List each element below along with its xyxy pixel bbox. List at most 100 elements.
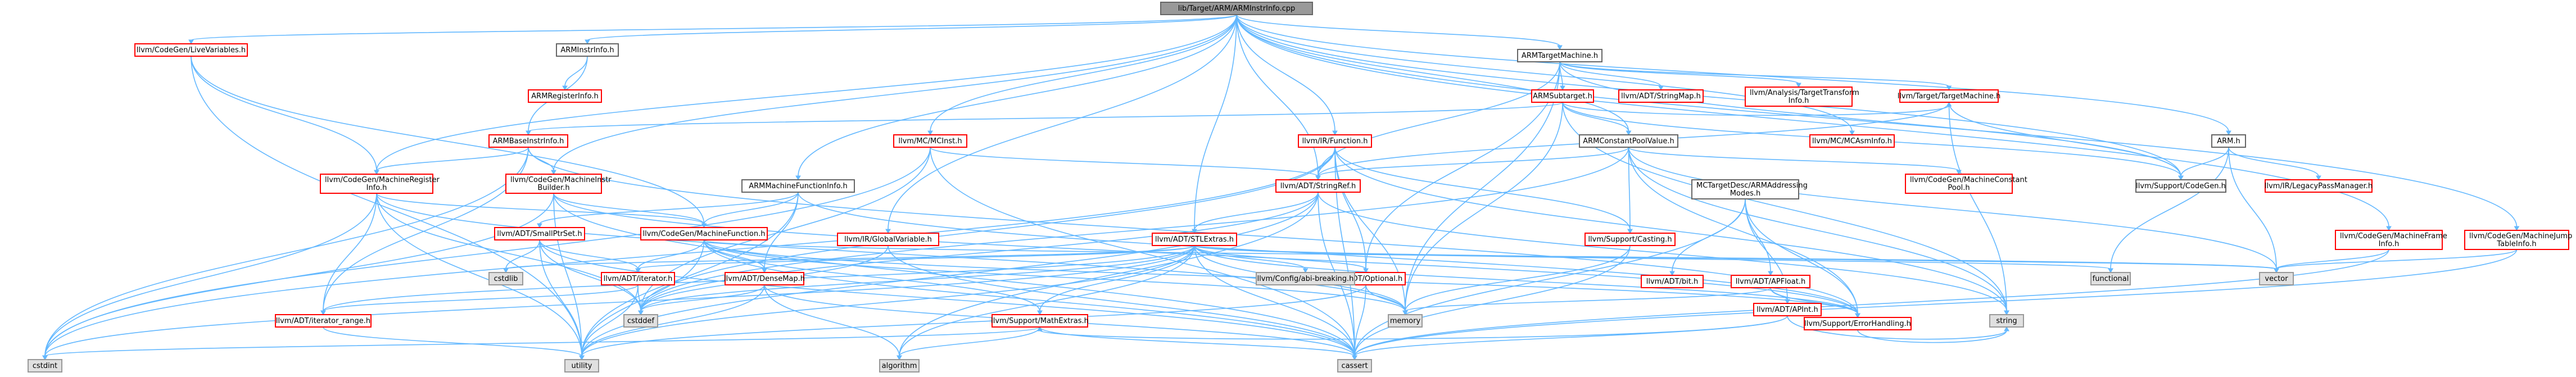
- node-label: llvm/ADT/SmallPtrSet.h: [497, 230, 582, 238]
- dependency-edge: [2108, 147, 2229, 274]
- edge-line: [539, 239, 582, 357]
- node-box: [741, 179, 855, 193]
- edge-line: [1562, 102, 1629, 132]
- dependency-edge: [1365, 284, 1408, 316]
- edge-arrowhead: [897, 355, 902, 361]
- dependency-edge: [323, 326, 585, 361]
- node-dense-map[interactable]: llvm/ADT/DenseMap.h: [724, 272, 805, 285]
- node-box: [1388, 314, 1423, 328]
- node-stlextras[interactable]: llvm/ADT/STLExtras.h: [1152, 233, 1237, 246]
- node-irfunction[interactable]: llvm/IR/Function.h: [1298, 134, 1372, 148]
- node-label: llvm/ADT/STLExtras.h: [1155, 235, 1234, 244]
- edge-arrowhead: [188, 39, 194, 45]
- node-box: [2259, 272, 2294, 285]
- edge-line: [1194, 245, 1366, 270]
- edge-line: [1405, 245, 1631, 312]
- edge-line: [44, 193, 377, 357]
- edge-line: [1405, 61, 1560, 312]
- edge-arrowhead: [795, 175, 801, 181]
- node-label: vector: [2265, 275, 2288, 283]
- node-iterator[interactable]: llvm/ADT/iterator.h: [601, 272, 675, 285]
- edge-arrowhead: [1627, 229, 1633, 234]
- node-box: [556, 43, 619, 57]
- node-mcinst[interactable]: llvm/MC/MCInst.h: [893, 134, 967, 148]
- dependency-edge: [1857, 326, 2009, 343]
- node-label: llvm/Support/ErrorHandling.h: [1804, 320, 1911, 328]
- node-box: [564, 359, 599, 373]
- node-adtbit[interactable]: llvm/ADT/bit.h: [1641, 275, 1704, 288]
- edge-line: [1770, 287, 1858, 315]
- edge-line: [2180, 147, 2229, 177]
- edge-line: [564, 56, 588, 87]
- edge-line: [1194, 192, 1319, 230]
- edge-arrowhead: [1946, 85, 1952, 91]
- node-target-machine[interactable]: llvm/Target/TargetMachine.h: [1898, 89, 2001, 103]
- edge-layer: [42, 14, 2520, 361]
- node-armbase-instr-info[interactable]: ARMBaseInstrInfo.h: [488, 134, 568, 148]
- node-string-map[interactable]: llvm/ADT/StringMap.h: [1618, 89, 1704, 103]
- node-live-variables[interactable]: llvm/CodeGen/LiveVariables.h: [134, 43, 248, 57]
- node-casting[interactable]: llvm/Support/Casting.h: [1584, 233, 1676, 246]
- edge-arrowhead: [927, 130, 933, 136]
- node-armregister-info[interactable]: ARMRegisterInfo.h: [528, 89, 602, 103]
- node-box: [134, 43, 248, 57]
- node-arminstr-info[interactable]: ARMInstrInfo.h: [556, 43, 619, 57]
- node-mcasm-info[interactable]: llvm/MC/MCAsmInfo.h: [1809, 134, 1895, 148]
- node-math-extras[interactable]: llvm/Support/MathExtras.h: [991, 314, 1089, 328]
- node-label: ARMConstantPoolValue.h: [1583, 137, 1674, 146]
- node-legacy-pass-manager[interactable]: llvm/IR/LegacyPassManager.h: [2265, 179, 2373, 193]
- node-config-disable: llvm/Config/abi-breaking.h: [1256, 272, 1355, 285]
- dependency-edge: [701, 192, 799, 229]
- node-armconstant-pool-value[interactable]: ARMConstantPoolValue.h: [1579, 134, 1678, 148]
- node-armh[interactable]: ARM.h: [2211, 134, 2246, 148]
- node-label: ARMTargetMachine.h: [1522, 52, 1598, 60]
- node-iterator-range[interactable]: llvm/ADT/iterator_range.h: [275, 314, 372, 328]
- node-apint[interactable]: llvm/ADT/APInt.h: [1753, 303, 1822, 316]
- edge-line: [1194, 245, 1306, 270]
- node-label: llvm/Config/abi-breaking.h: [1257, 275, 1354, 283]
- node-global-variable[interactable]: llvm/IR/GlobalVariable.h: [837, 233, 939, 246]
- edge-line: [1194, 245, 2277, 270]
- edge-line: [191, 56, 582, 357]
- edge-line: [703, 239, 1406, 312]
- node-string-ref[interactable]: llvm/ADT/StringRef.h: [1275, 179, 1361, 193]
- node-label: ARMInstrInfo.h: [560, 46, 614, 54]
- edge-line: [640, 284, 765, 312]
- node-armsubtarget[interactable]: ARMSubtarget.h: [1531, 89, 1594, 103]
- edge-line: [1194, 14, 1237, 230]
- edge-line: [1354, 198, 1746, 357]
- edge-arrowhead: [1560, 85, 1565, 91]
- node-cassert: cassert: [1337, 359, 1372, 373]
- edge-line: [1354, 249, 2518, 357]
- edge-arrowhead: [503, 268, 509, 274]
- edge-line: [191, 14, 1237, 41]
- node-armtarget-machine[interactable]: ARMTargetMachine.h: [1517, 49, 1602, 62]
- edge-line: [1354, 315, 1788, 357]
- node-error-handling[interactable]: llvm/Support/ErrorHandling.h: [1804, 317, 1912, 330]
- edge-line: [1334, 147, 1631, 230]
- node-box: [1809, 134, 1895, 148]
- edge-arrowhead: [42, 355, 48, 361]
- edge-line: [899, 192, 1319, 357]
- node-machine-function[interactable]: llvm/CodeGen/MachineFunction.h: [640, 227, 768, 240]
- node-apfloat[interactable]: llvm/ADT/APFloat.h: [1731, 275, 1810, 288]
- node-string: string: [1989, 314, 2024, 328]
- edge-line: [888, 14, 1237, 230]
- edge-line: [1194, 245, 1355, 357]
- edge-line: [44, 326, 1040, 357]
- node-support-code-gen[interactable]: llvm/Support/CodeGen.h: [2135, 179, 2226, 193]
- node-box: [1753, 303, 1822, 316]
- node-small-ptr-set[interactable]: llvm/ADT/SmallPtrSet.h: [494, 227, 585, 240]
- node-root[interactable]: lib/Target/ARM/ARMInstrInfo.cpp: [1160, 2, 1313, 15]
- dependency-edge: [1948, 102, 2184, 181]
- node-box: [879, 359, 920, 373]
- node-armmachine-function-info[interactable]: ARMMachineFunctionInfo.h: [741, 179, 855, 193]
- edge-arrowhead: [537, 223, 542, 229]
